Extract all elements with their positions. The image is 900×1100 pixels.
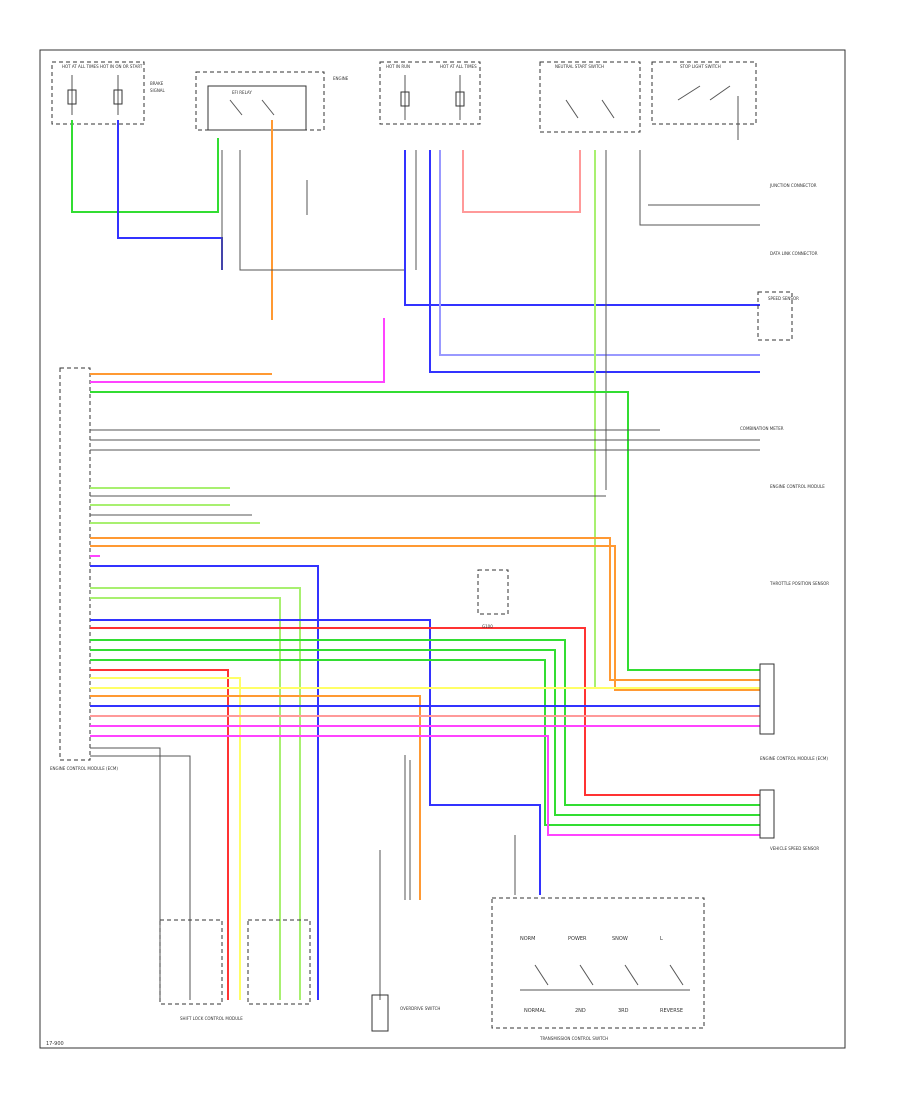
fuse-block-mid: HOT IN RUN HOT AT ALL TIMES — [379, 61, 481, 125]
junction-right-2: DATA LINK CONNECTOR — [770, 251, 818, 256]
ground-label: G100 — [482, 624, 493, 629]
junction-right-3: ENGINE CONTROL MODULE — [770, 484, 825, 489]
neutral-switch-label: NEUTRAL START SWITCH — [555, 64, 604, 69]
junction-right-1: JUNCTION CONNECTOR — [769, 183, 817, 188]
fuse-mid-label-2: HOT AT ALL TIMES — [440, 64, 477, 69]
shift-lock-module: SHIFT LOCK CONTROL MODULE — [159, 919, 311, 1021]
wire-blue-mid — [404, 150, 760, 306]
diagram-frame — [39, 49, 846, 1049]
ground-symbol-mid: G100 — [477, 569, 509, 629]
wire-ecm-green-3 — [90, 649, 760, 816]
wire-ecm-blue-3 — [90, 619, 541, 895]
switch-pos-3: 3RD — [618, 1008, 629, 1014]
neutral-start-switch: NEUTRAL START SWITCH — [539, 61, 641, 133]
switch-pos-4: REVERSE — [660, 1008, 683, 1014]
wire-ecm-orange-2 — [90, 537, 760, 681]
page-code: 17-900 — [46, 1041, 64, 1047]
junction-right-4: THROTTLE POSITION SENSOR — [769, 581, 829, 586]
combination-meter-label: COMBINATION METER — [740, 426, 784, 431]
wire-ecm-green-1 — [90, 391, 760, 671]
ecm-right-label: ENGINE CONTROL MODULE (ECM) — [760, 756, 828, 761]
overdrive-switch-label: OVERDRIVE SWITCH — [400, 1006, 440, 1011]
wire-blue-1 — [117, 120, 223, 270]
wire-ecm-red-1 — [90, 627, 760, 796]
ecm-label: ENGINE CONTROL MODULE (ECM) — [50, 766, 118, 771]
efi-relay-label: EFI RELAY — [232, 90, 252, 95]
wire-pink-loop — [462, 150, 581, 213]
wire-ecm-orange-4 — [90, 695, 421, 900]
tcs-label: TRANSMISSION CONTROL SWITCH — [539, 1036, 608, 1041]
efi-relay: EFI RELAY — [195, 71, 325, 131]
speed-sensor-right-label: VEHICLE SPEED SENSOR — [770, 846, 819, 851]
wire-ecm-violet-1 — [90, 318, 385, 383]
fuse-mid-label-1: HOT IN RUN — [386, 64, 410, 69]
wire-ecm-yellow-1 — [90, 677, 241, 1000]
switch-top-label-1: NORM — [520, 936, 535, 942]
switch-pos-1: NORMAL — [524, 1008, 546, 1014]
note-top-left: BRAKE — [150, 81, 164, 86]
wire-blue-mid-2 — [429, 150, 760, 373]
switch-top-label-2: POWER — [568, 936, 587, 942]
transmission-control-switch: NORM POWER SNOW L NORMAL 2ND 3RD REVERSE… — [491, 897, 705, 1041]
overdrive-switch: OVERDRIVE SWITCH — [371, 994, 440, 1032]
switch-top-label-4: L — [660, 936, 663, 942]
switch-top-label-3: SNOW — [612, 936, 628, 942]
ecm-connector: ENGINE CONTROL MODULE (ECM) — [50, 367, 118, 771]
speed-sensor-right: SPEED SENSOR — [757, 291, 799, 341]
wire-ecm-lgreen-4 — [90, 587, 301, 1000]
wire-ecm-violet-4 — [90, 735, 760, 836]
fuse-label-1: HOT AT ALL TIMES — [62, 64, 99, 69]
wire-ecm-red-2 — [90, 669, 229, 1000]
note-top-left-2: SIGNAL — [150, 88, 166, 93]
note-efi: ENGINE — [333, 76, 349, 81]
wire-green-right — [594, 150, 760, 689]
wire-ecm-lgreen-5 — [90, 597, 281, 1000]
fuse-block-top-left: HOT AT ALL TIMES HOT IN ON OR START — [51, 61, 145, 125]
wire-ecm-green-2 — [90, 639, 760, 806]
right-connector-pins — [759, 663, 775, 839]
wire-lightblue-mid — [439, 150, 760, 356]
stop-switch-label: STOP LIGHT SWITCH — [680, 64, 721, 69]
stop-light-switch: STOP LIGHT SWITCH — [651, 61, 757, 140]
switch-pos-2: 2ND — [575, 1008, 586, 1014]
wire-ecm-green-4 — [90, 659, 760, 826]
wire-ecm-blue-2 — [90, 565, 319, 1000]
shift-lock-label: SHIFT LOCK CONTROL MODULE — [180, 1016, 243, 1021]
wire-ecm-orange-3 — [90, 545, 760, 691]
fuse-label-2: HOT IN ON OR START — [100, 64, 143, 69]
wire-green-1 — [71, 120, 219, 213]
speed-sensor-label: SPEED SENSOR — [768, 296, 799, 301]
